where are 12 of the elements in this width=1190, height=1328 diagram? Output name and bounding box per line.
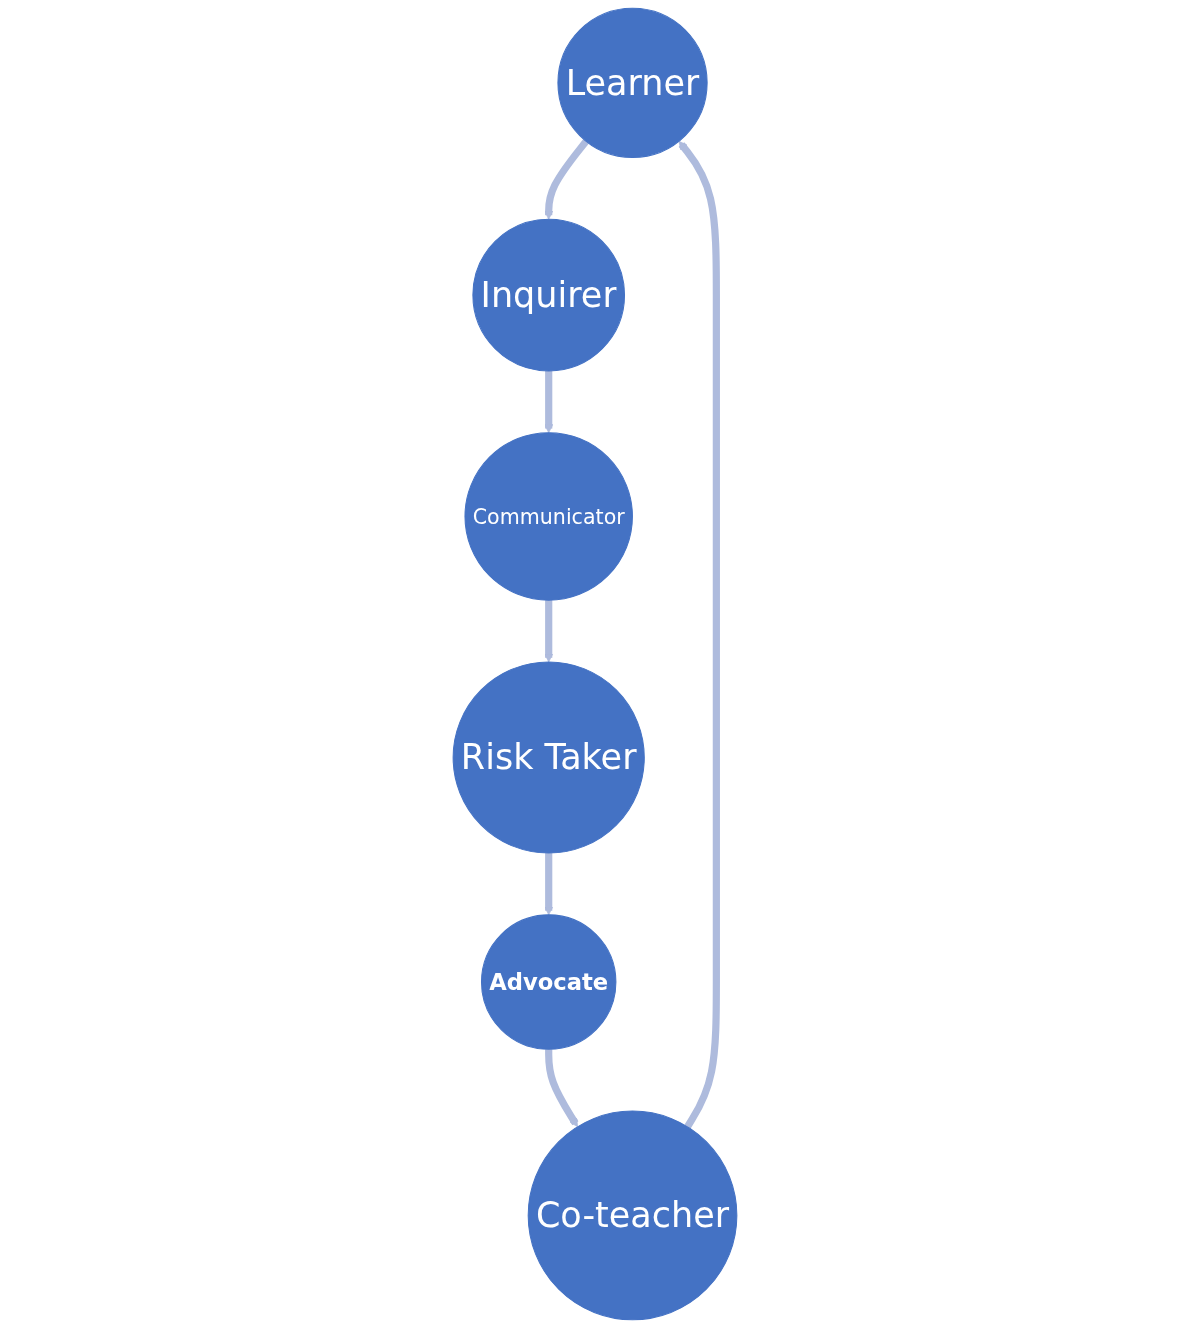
node-circle: Communicator <box>464 432 633 601</box>
arrow <box>544 139 589 220</box>
arrow <box>544 370 554 434</box>
node-circle: Risk Taker <box>452 661 645 854</box>
arrow <box>545 1049 579 1128</box>
arrow <box>544 600 554 663</box>
node-circle: Inquirer <box>472 218 626 372</box>
arrow <box>678 140 720 1129</box>
node-circle: Co-teacher <box>527 1110 738 1321</box>
node-circle: Learner <box>557 7 708 158</box>
node-circle: Advocate <box>480 914 617 1050</box>
arrow <box>544 853 554 916</box>
